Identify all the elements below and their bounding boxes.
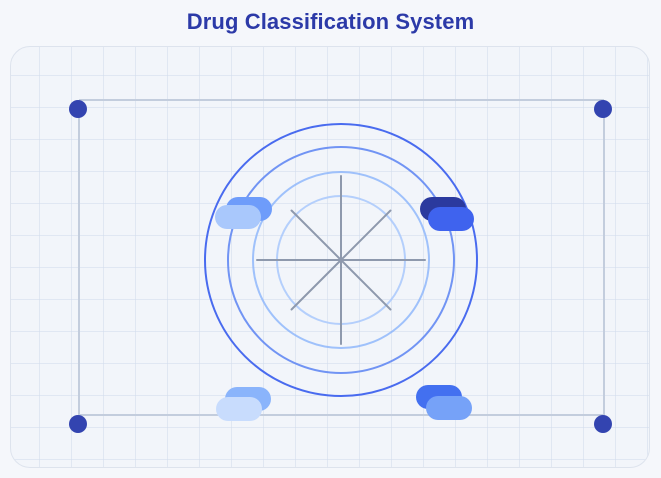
connector-frame	[78, 99, 605, 416]
diagram-card	[10, 46, 650, 468]
grid-background	[11, 47, 649, 467]
node-top-left[interactable]	[69, 100, 87, 118]
spoke-nw	[290, 209, 342, 261]
ring-second	[227, 146, 455, 374]
node-bottom-right[interactable]	[594, 415, 612, 433]
ring-outer	[204, 123, 478, 397]
node-top-right[interactable]	[594, 100, 612, 118]
capsule-top-right-front	[428, 207, 474, 231]
capsule-bottom-right-front	[426, 396, 472, 420]
spoke-se	[340, 259, 392, 311]
spoke-sw	[290, 259, 342, 311]
node-bottom-left[interactable]	[69, 415, 87, 433]
spoke-ne	[340, 209, 392, 261]
capsule-bottom-left-front	[216, 397, 262, 421]
page-title: Drug Classification System	[186, 9, 475, 34]
capsule-top-left-front	[215, 205, 261, 229]
ring-third	[252, 171, 430, 349]
radial-diagram	[204, 123, 478, 397]
